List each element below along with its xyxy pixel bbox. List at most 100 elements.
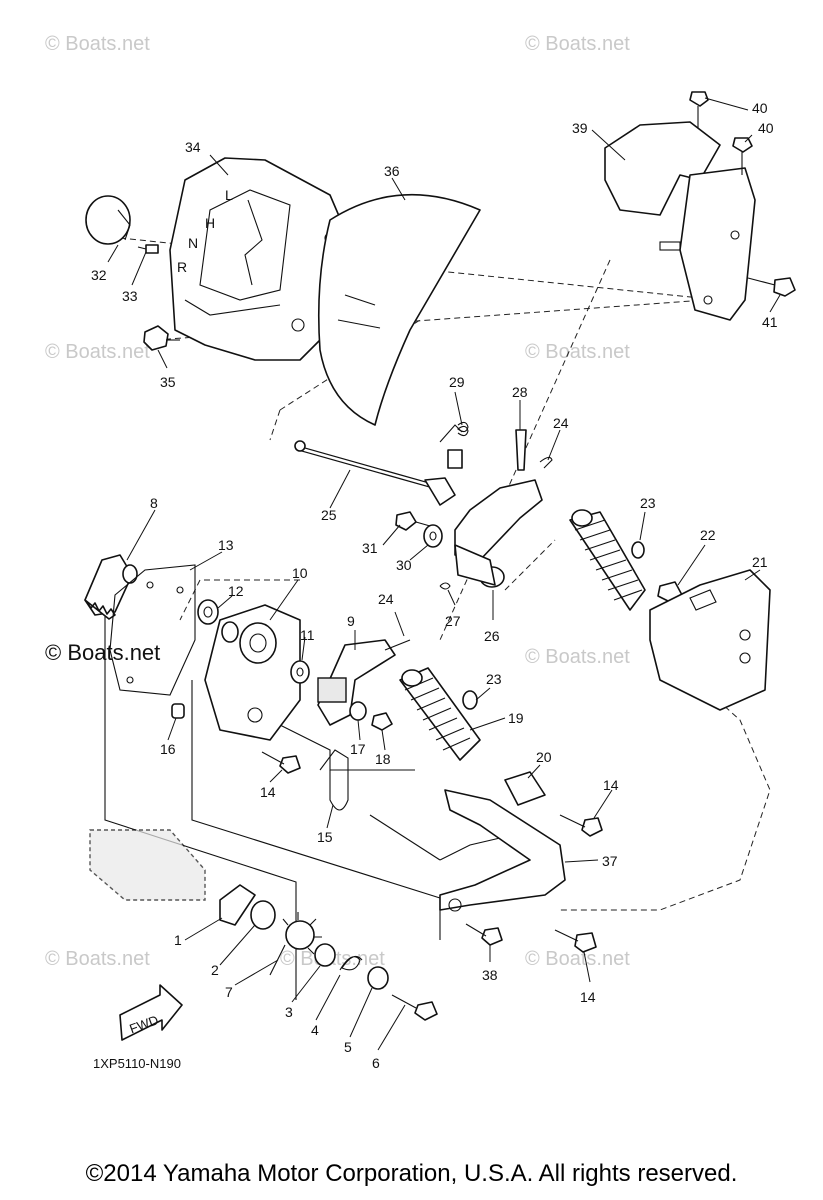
- callout-39: 39: [572, 120, 588, 136]
- callout-10: 10: [292, 565, 308, 581]
- watermark: © Boats.net: [525, 341, 630, 363]
- case-gasket: [109, 564, 196, 696]
- callout-40a: 40: [752, 100, 768, 116]
- callout-14a: 14: [260, 784, 276, 800]
- callout-21: 21: [752, 554, 768, 570]
- callout-38: 38: [482, 967, 498, 983]
- washer-17: [349, 701, 367, 721]
- callout-22: 22: [700, 527, 716, 543]
- callout-15: 15: [317, 829, 333, 845]
- watermark: © Boats.net: [45, 33, 150, 55]
- shift-arm: [84, 554, 138, 620]
- washer-5: [367, 966, 389, 990]
- shift-rod: [294, 440, 456, 506]
- selector-letter-r: R: [177, 259, 187, 275]
- callout-36: 36: [384, 163, 400, 179]
- watermark: © Boats.net: [525, 948, 630, 970]
- cover-bolt: [143, 325, 180, 351]
- callout-35: 35: [160, 374, 176, 390]
- segment-1: [219, 884, 256, 926]
- callout-1: 1: [174, 932, 182, 948]
- watermark-dark: © Boats.net: [45, 640, 160, 665]
- spring-4: [339, 955, 363, 971]
- callout-24a: 24: [553, 415, 569, 431]
- collar-2: [250, 900, 276, 930]
- callout-27: 27: [445, 613, 461, 629]
- callout-14c: 14: [580, 989, 596, 1005]
- callout-24b: 24: [378, 591, 394, 607]
- watermarks: © Boats.net © Boats.net © Boats.net © Bo…: [45, 33, 630, 970]
- callout-26: 26: [484, 628, 500, 644]
- washer-3: [314, 943, 336, 967]
- bolt-18: [371, 712, 393, 731]
- boot-washers: [462, 541, 645, 710]
- lower-mount-bracket: [439, 789, 566, 912]
- bracket-bolts: [689, 91, 753, 175]
- callout-13: 13: [218, 537, 234, 553]
- callout-23b: 23: [486, 671, 502, 687]
- flange-bolts: [261, 751, 603, 953]
- callout-14b: 14: [603, 777, 619, 793]
- shift-gate-cover: [169, 157, 346, 361]
- callout-33: 33: [122, 288, 138, 304]
- upper-bellows-boot: [569, 509, 646, 611]
- callout-5: 5: [344, 1039, 352, 1055]
- dowel-pin: [171, 703, 185, 719]
- shift-boot: [317, 193, 481, 426]
- bracket-bolt: [465, 923, 503, 946]
- torsion-spring: [319, 749, 349, 811]
- callout-8: 8: [150, 495, 158, 511]
- shift-shaft: [317, 639, 411, 726]
- callout-23a: 23: [640, 495, 656, 511]
- callout-numbers: 1 2 3 4 5 6 7 8 9 10 11 12 13 14 14 14 1…: [91, 100, 778, 1071]
- boot-bracket: [649, 569, 771, 711]
- callout-25: 25: [321, 507, 337, 523]
- callout-6: 6: [372, 1055, 380, 1071]
- crankcase-cover: [204, 604, 301, 741]
- leader-lines: [107, 97, 781, 1051]
- callout-29: 29: [449, 374, 465, 390]
- callout-9: 9: [347, 613, 355, 629]
- callout-12: 12: [228, 583, 244, 599]
- pawl-gear-7: [269, 912, 322, 976]
- lower-bellows-boot: [399, 667, 481, 761]
- lever-bracket: [604, 121, 756, 321]
- callout-17: 17: [350, 741, 366, 757]
- callout-32: 32: [91, 267, 107, 283]
- callout-40b: 40: [758, 120, 774, 136]
- callout-20: 20: [536, 749, 552, 765]
- oil-seal: [197, 599, 219, 625]
- watermark: © Boats.net: [525, 646, 630, 668]
- callout-37: 37: [602, 853, 618, 869]
- shift-drum: [89, 829, 206, 901]
- bracket-side-bolt: [747, 277, 796, 297]
- shift-knob: [85, 195, 131, 245]
- callout-4: 4: [311, 1022, 319, 1038]
- callout-2: 2: [211, 962, 219, 978]
- watermark: © Boats.net: [45, 948, 150, 970]
- washer-and-bolt: [395, 511, 443, 548]
- selector-letter-n: N: [188, 235, 198, 251]
- callout-19: 19: [508, 710, 524, 726]
- selector-letter-h: H: [205, 215, 215, 231]
- callout-41: 41: [762, 314, 778, 330]
- callout-11: 11: [300, 627, 315, 643]
- boot-clip: [504, 771, 546, 806]
- callout-7: 7: [225, 984, 233, 1000]
- bearing: [290, 660, 310, 684]
- callout-30: 30: [396, 557, 412, 573]
- callout-34: 34: [185, 139, 201, 155]
- fwd-arrow-icon: FWD: [119, 984, 183, 1041]
- knob-screw: [137, 244, 159, 254]
- callout-28: 28: [512, 384, 528, 400]
- callout-3: 3: [285, 1004, 293, 1020]
- bolt-6: [391, 994, 438, 1021]
- watermark: © Boats.net: [45, 341, 150, 363]
- selector-letters: L H N R: [177, 187, 233, 275]
- callout-16: 16: [160, 741, 176, 757]
- callout-18: 18: [375, 751, 391, 767]
- shift-lever-assembly: [439, 421, 553, 590]
- callout-31: 31: [362, 540, 378, 556]
